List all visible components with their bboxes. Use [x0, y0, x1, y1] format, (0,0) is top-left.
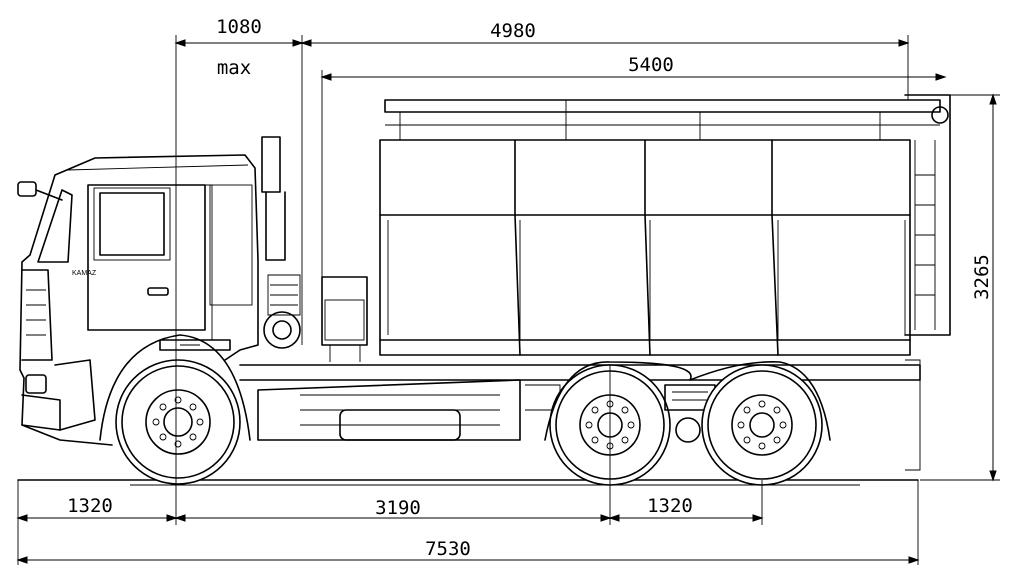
cargo-body	[379, 94, 951, 356]
truck-cab: KAMAZ	[17, 154, 259, 446]
dim-front-overhang: 1320	[67, 495, 113, 517]
side-box	[321, 276, 368, 362]
exhaust-stack	[261, 136, 301, 349]
rear-wheel-arches	[544, 361, 831, 441]
front-wheel	[115, 359, 241, 485]
dim-line-overall-height	[989, 93, 997, 482]
cab-badge: KAMAZ	[72, 270, 97, 277]
dim-wheelbase-front: 3190	[375, 497, 421, 519]
dim-line-overall-length	[16, 556, 920, 564]
dim-line-top	[174, 39, 910, 47]
dim-line-axles	[16, 514, 764, 522]
dim-overall-height: 3265	[971, 254, 993, 300]
dim-line-body-length	[320, 73, 947, 81]
dim-body-length-top: 4980	[490, 20, 536, 42]
dim-cab-gap: 1080	[216, 16, 262, 38]
rear-wheel-2	[701, 364, 823, 486]
dim-rear-axle-spacing: 1320	[647, 495, 693, 517]
dim-overall-length: 7530	[425, 538, 471, 560]
dim-cab-gap-note: max	[217, 57, 251, 79]
dim-body-length: 5400	[628, 54, 674, 76]
extension-lines	[17, 35, 1000, 565]
